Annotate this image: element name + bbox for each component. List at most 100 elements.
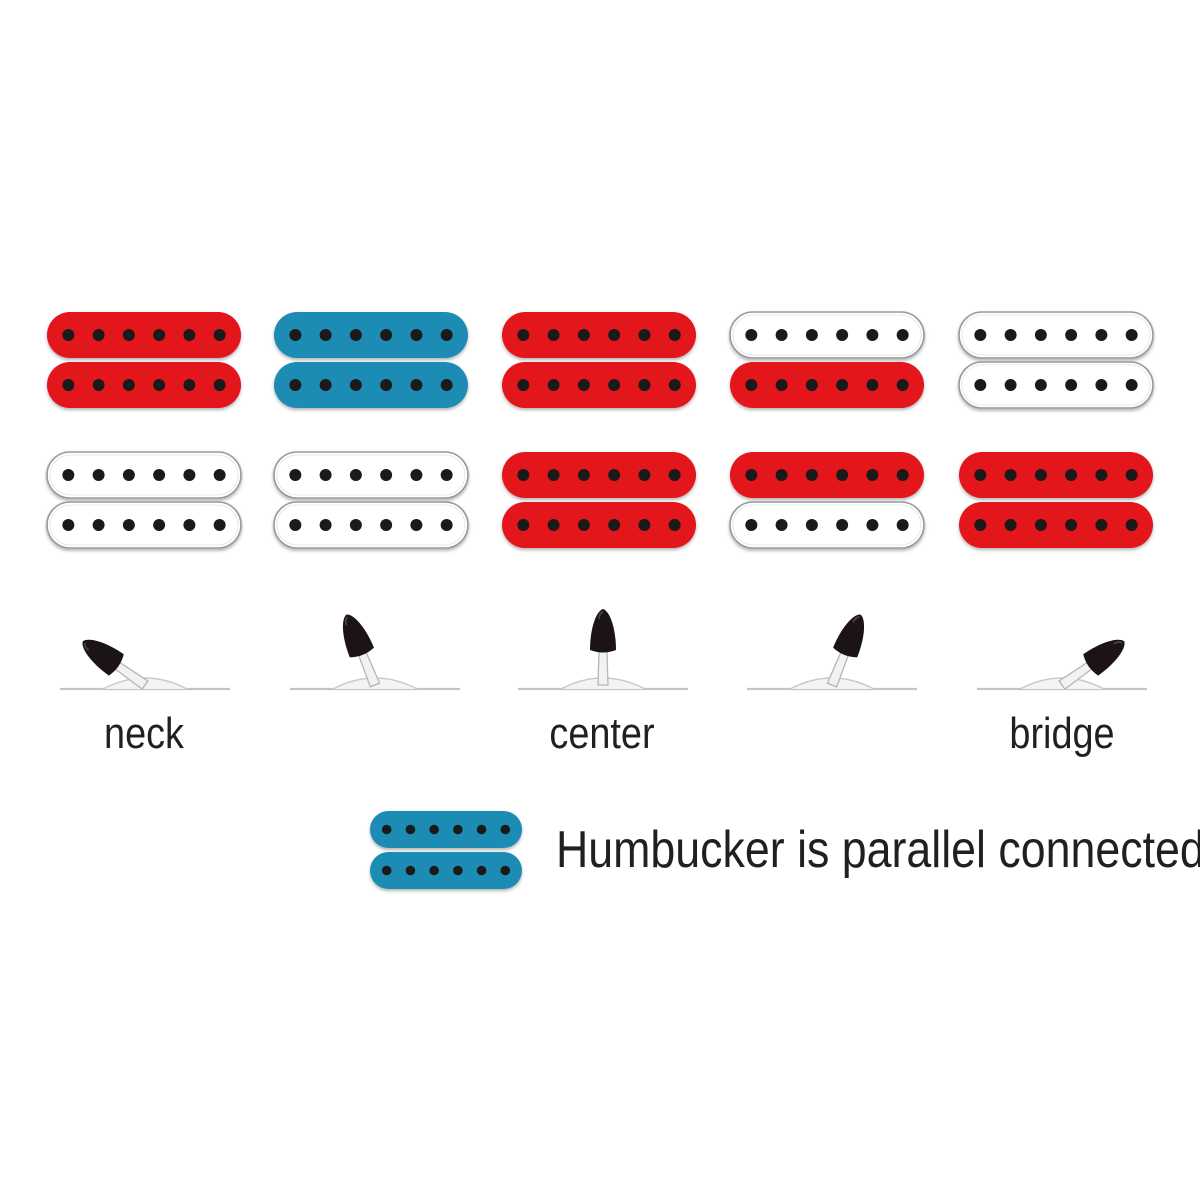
pole-piece [745,519,758,531]
pole-piece [1034,519,1047,531]
coil-off [729,501,925,549]
pole-piece [500,824,511,835]
coil-parallel [274,312,468,358]
pole-piece [866,519,879,531]
pole-piece [866,469,879,481]
pole-piece [577,519,590,531]
pole-piece [1065,469,1078,481]
pole-piece [836,329,849,341]
pole-piece [440,469,453,481]
pole-piece [289,519,302,531]
pole-piece [319,469,332,481]
pole-piece [92,519,105,531]
pole-piece [775,329,788,341]
pole-piece [289,469,302,481]
pole-piece [410,469,423,481]
pole-piece [775,519,788,531]
position-label-1: neck [104,709,184,758]
pole-piece [577,329,590,341]
pole-piece [153,379,166,391]
pole-piece [1095,329,1108,341]
coil-active [959,452,1153,498]
pole-piece [429,865,439,876]
pole-piece [547,519,560,531]
pole-piece [440,329,453,341]
pole-piece [805,329,818,341]
pole-piece [380,469,393,481]
pole-piece [429,824,439,835]
coil-active [502,312,696,358]
pole-piece [608,329,621,341]
pole-piece [1125,519,1138,531]
switch-row [60,609,1147,691]
pole-piece [638,519,651,531]
pole-piece [866,379,879,391]
pole-piece [453,865,463,876]
neck-humbucker-pos-3 [502,312,696,408]
pole-piece [289,379,302,391]
selector-switch-pos-4-icon [747,614,917,691]
coil-off [273,501,469,549]
coil-parallel [274,362,468,408]
coil-off [958,361,1154,409]
pole-piece [319,379,332,391]
pole-piece [476,865,487,876]
pole-piece [319,329,332,341]
pole-piece [380,379,393,391]
pole-piece [668,519,681,531]
pole-piece [183,379,196,391]
pole-piece [1095,379,1108,391]
bridge-humbucker-pos-2 [273,451,469,549]
pole-piece [836,379,849,391]
coil-off [46,451,242,499]
position-label-3: center [549,709,655,758]
pole-piece [896,519,909,531]
pole-piece [1004,329,1017,341]
coil-active [730,362,924,408]
pole-piece [1065,379,1078,391]
coil-off [46,501,242,549]
pole-piece [1004,469,1017,481]
bridge-humbucker-pos-3 [502,452,696,548]
coil-active [959,502,1153,548]
pole-piece [668,469,681,481]
coil-active [502,452,696,498]
bridge-humbucker-pos-4 [729,452,925,549]
pole-piece [183,519,196,531]
pole-piece [1095,519,1108,531]
pole-piece [805,379,818,391]
pole-piece [668,329,681,341]
pole-piece [547,329,560,341]
pole-piece [92,469,105,481]
pole-piece [1004,519,1017,531]
pole-piece [440,519,453,531]
legend-humbucker-icon [370,811,522,889]
pole-piece [608,469,621,481]
coil-parallel [370,811,522,848]
pole-piece [896,379,909,391]
pole-piece [62,379,75,391]
pole-piece [974,329,987,341]
pole-piece [153,519,166,531]
pole-piece [92,329,105,341]
coil-off [729,311,925,359]
pole-piece [608,519,621,531]
neck-humbucker-pos-5 [958,311,1154,409]
pole-piece [517,329,530,341]
pole-piece [974,469,987,481]
pole-piece [319,519,332,531]
pole-piece [517,379,530,391]
coil-off [273,451,469,499]
pole-piece [577,379,590,391]
pole-piece [805,469,818,481]
neck-humbucker-pos-2 [274,312,468,408]
pole-piece [547,469,560,481]
selector-switch-pos-3-icon [518,609,688,691]
pole-piece [213,519,226,531]
pole-piece [836,519,849,531]
pole-piece [62,519,75,531]
pole-piece [608,379,621,391]
pole-piece [775,469,788,481]
pole-piece [122,519,135,531]
